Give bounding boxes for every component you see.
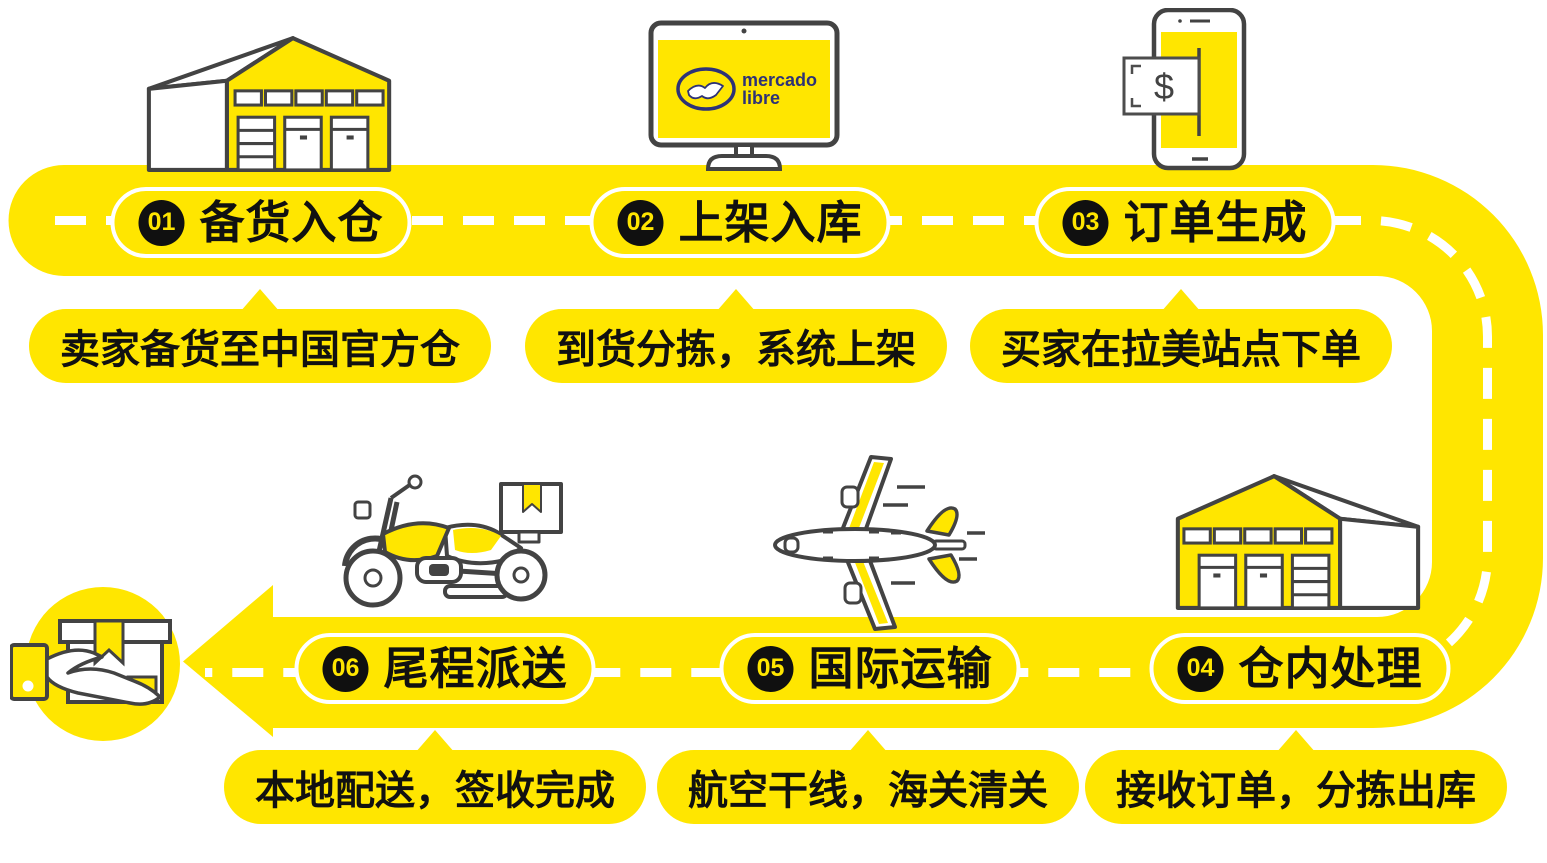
phone-payment-icon: $ — [1122, 7, 1247, 177]
airplane-icon — [745, 435, 1015, 640]
step-pill-05: 05 国际运输 — [719, 633, 1021, 704]
step-pill-01: 01 备货入仓 — [110, 187, 412, 258]
monitor-icon: mercado libre — [648, 20, 840, 177]
step-label: 国际运输 — [808, 643, 993, 694]
step-label: 上架入库 — [678, 197, 863, 248]
bubble-tail — [716, 289, 756, 312]
step-number-badge: 02 — [617, 199, 664, 246]
step-number-badge: 04 — [1177, 645, 1224, 692]
banknote-icon: $ — [1122, 56, 1201, 116]
svg-text:mercado: mercado — [742, 70, 817, 90]
step-description-06: 本地配送，签收完成 — [224, 730, 646, 824]
step-number-badge: 03 — [1062, 199, 1109, 246]
step-description-03: 买家在拉美站点下单 — [970, 289, 1392, 383]
step-label: 订单生成 — [1123, 197, 1308, 248]
warehouse-icon — [140, 28, 395, 180]
motorcycle-icon — [325, 470, 570, 620]
step-description-02: 到货分拣，系统上架 — [525, 289, 947, 383]
bubble-tail — [1161, 289, 1201, 312]
svg-text:libre: libre — [742, 88, 780, 108]
step-label: 仓内处理 — [1238, 643, 1423, 694]
step-description-01: 卖家备货至中国官方仓 — [29, 289, 491, 383]
step-label: 尾程派送 — [383, 643, 568, 694]
package-handover-icon — [9, 585, 185, 750]
step-description-04: 接收订单，分拣出库 — [1085, 730, 1507, 824]
step-number-badge: 05 — [747, 645, 794, 692]
step-pill-04: 04 仓内处理 — [1149, 633, 1451, 704]
step-pill-02: 02 上架入库 — [589, 187, 891, 258]
bubble-tail — [848, 730, 888, 753]
mercado-libre-logo: mercado libre — [676, 67, 817, 111]
step-pill-03: 03 订单生成 — [1034, 187, 1336, 258]
step-label: 备货入仓 — [199, 197, 384, 248]
svg-text:$: $ — [1154, 66, 1174, 107]
bubble-tail — [415, 730, 455, 753]
step-number-badge: 01 — [138, 199, 185, 246]
bubble-tail — [240, 289, 280, 312]
bubble-tail — [1276, 730, 1316, 753]
warehouse-icon — [1172, 466, 1427, 618]
step-pill-06: 06 尾程派送 — [294, 633, 596, 704]
step-number-badge: 06 — [322, 645, 369, 692]
step-description-05: 航空干线，海关清关 — [657, 730, 1079, 824]
